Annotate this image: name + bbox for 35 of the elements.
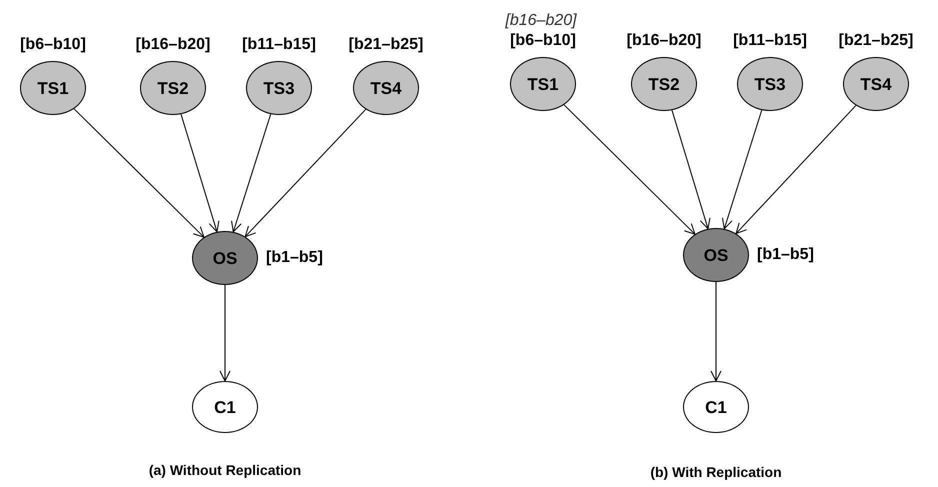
range-label: [b1–b5] xyxy=(266,248,323,268)
node-label: TS1 xyxy=(527,76,559,92)
arrow xyxy=(220,284,230,382)
node-label: TS3 xyxy=(754,76,786,92)
range-label: [b16–b20] xyxy=(626,31,702,51)
range-label: [b21–b25] xyxy=(838,31,914,51)
node-label: TS4 xyxy=(370,80,402,96)
arrow xyxy=(564,104,696,235)
node-label: TS3 xyxy=(263,80,295,96)
range-label: [b6–b10] xyxy=(20,35,86,55)
arrow xyxy=(722,110,762,230)
node-label: TS1 xyxy=(37,80,69,96)
node-label: TS2 xyxy=(157,80,189,96)
node-label: TS4 xyxy=(860,76,892,92)
arrow xyxy=(231,114,272,232)
range-label: [b11–b15] xyxy=(733,31,807,51)
panel-caption: (b) With Replication xyxy=(649,463,783,482)
arrow xyxy=(736,104,856,234)
arrow xyxy=(244,108,366,238)
node-label: OS xyxy=(212,250,238,266)
range-label: [b16–b20] xyxy=(136,35,210,55)
panel-caption: (a) Without Replication xyxy=(148,461,302,480)
range-label: [b1–b5] xyxy=(757,245,814,265)
range-label: [b21–b25] xyxy=(348,35,424,55)
replica-range-label: [b16–b20] xyxy=(505,11,577,31)
arrow xyxy=(671,110,710,230)
node-label: OS xyxy=(704,246,728,264)
node-label: TS2 xyxy=(648,76,680,92)
range-label: [b11–b15] xyxy=(242,35,316,55)
node-label: C1 xyxy=(705,398,727,416)
arrow xyxy=(180,114,220,232)
arrow xyxy=(710,282,722,382)
range-label: [b6–b10] xyxy=(510,31,576,51)
node-label: C1 xyxy=(214,398,236,416)
arrow xyxy=(74,108,204,238)
